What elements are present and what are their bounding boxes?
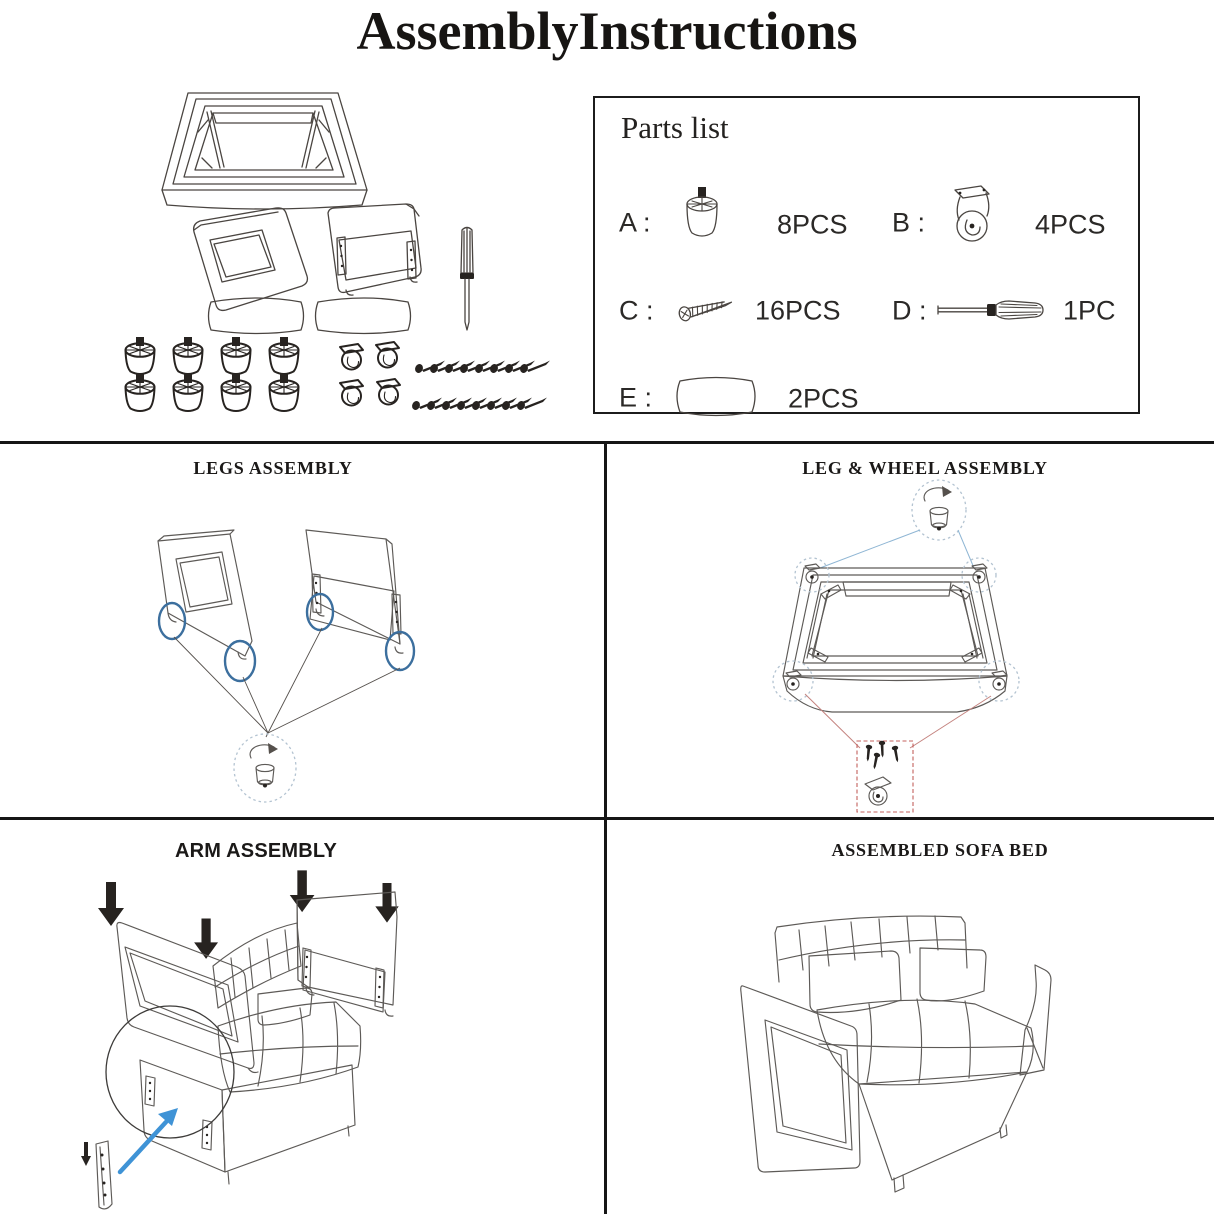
arm-assembly-panel: ARM ASSEMBLY	[0, 820, 604, 1214]
part-letter-d: D :	[892, 295, 927, 326]
leg-wheel-assembly-illustration	[772, 479, 1020, 813]
arm-panel-right-drawing	[327, 203, 422, 296]
divider-vertical	[604, 441, 607, 1214]
legs-assembly-panel: LEGS ASSEMBLY	[0, 444, 604, 817]
assembled-sofa-bed-panel: ASSEMBLED SOFA BED	[607, 820, 1214, 1214]
sofa-leg-icon	[686, 187, 718, 237]
page-title: AssemblyInstructions	[356, 1, 858, 61]
insertion-arrows	[98, 870, 399, 959]
part-letter-c: C :	[619, 295, 654, 326]
wheel-position-highlights	[772, 557, 1020, 702]
leg-detail-circle	[911, 479, 967, 541]
part-qty-d: 1PC	[1063, 295, 1116, 326]
arm-assembly-illustration	[81, 870, 399, 1210]
magnifier-circle	[105, 1005, 235, 1139]
arm-panel-installing-drawing	[116, 921, 259, 1074]
leg-position-highlights	[157, 592, 416, 683]
caster-wheel-icons	[339, 341, 401, 407]
sofa-base-drawing	[139, 922, 362, 1185]
assembled-sofa-drawing	[740, 915, 1052, 1193]
parts-list-heading: Parts list	[621, 110, 729, 145]
part-qty-e: 2PCS	[788, 383, 859, 414]
leg-wheel-assembly-title: LEG & WHEEL ASSEMBLY	[802, 458, 1048, 478]
part-letter-e: E :	[619, 382, 653, 413]
part-qty-c: 16PCS	[755, 295, 841, 326]
part-letter-b: B :	[892, 207, 926, 238]
screw-icon	[678, 301, 733, 322]
screwdriver-drawing	[460, 226, 474, 331]
arm-assembly-title: ARM ASSEMBLY	[174, 840, 338, 862]
rotation-arrow-icon	[923, 485, 953, 532]
sofa-leg-icons	[124, 336, 300, 412]
bracket-part-drawing	[81, 1140, 113, 1210]
divider-horizontal-2	[0, 817, 1214, 820]
assembled-sofa-illustration	[740, 915, 1052, 1193]
pillow-drawings	[207, 297, 412, 335]
legs-assembly-illustration	[157, 529, 416, 803]
caster-wheel-icon	[954, 185, 990, 242]
back-panel-floating-drawing	[296, 891, 398, 1017]
exploded-parts-illustration	[124, 92, 550, 412]
caster-screws-detail-box	[856, 740, 914, 813]
leg-wheel-assembly-panel: LEG & WHEEL ASSEMBLY	[607, 444, 1214, 817]
divider-horizontal-1	[0, 441, 1214, 444]
arm-panel-left-drawing	[192, 207, 309, 312]
blue-pointer-arrow	[117, 1108, 178, 1175]
parts-list-box: Parts list A : 8PCS B : 4PCS C :	[593, 96, 1140, 417]
legs-assembly-title: LEGS ASSEMBLY	[193, 458, 353, 478]
sofa-frame-drawing	[161, 92, 368, 210]
part-qty-a: 8PCS	[777, 209, 848, 240]
screw-icons	[410, 360, 550, 412]
rotation-arrow-icon	[249, 742, 279, 789]
screwdriver-icon	[937, 300, 1044, 320]
part-qty-b: 4PCS	[1035, 209, 1106, 240]
pillow-icon	[676, 376, 756, 417]
sofa-frame-underside-drawing	[782, 567, 1008, 713]
assembled-sofa-bed-title: ASSEMBLED SOFA BED	[831, 840, 1049, 860]
part-letter-a: A :	[619, 207, 651, 238]
leg-screw-detail	[233, 733, 297, 803]
